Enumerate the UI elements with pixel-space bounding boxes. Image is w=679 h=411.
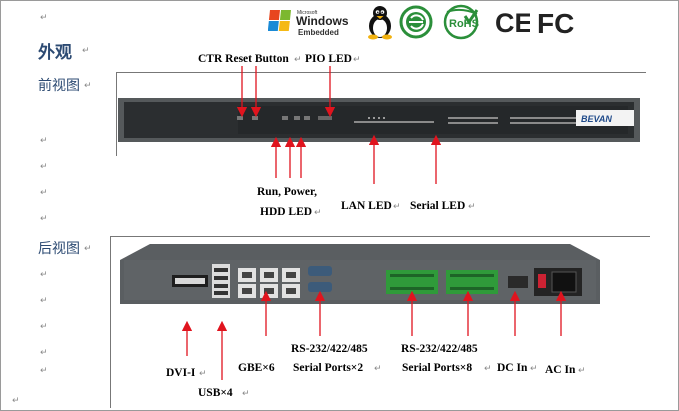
label-ac-in: AC In [545, 364, 576, 376]
rear-divider-horizontal [110, 236, 650, 237]
label-pio-led: PIO LED [305, 53, 352, 65]
paragraph-mark: ↵ [40, 214, 48, 224]
front-view-title: 前视图 [38, 78, 80, 94]
label-hdd-led: HDD LED [260, 206, 313, 218]
paragraph-mark: ↵ [314, 208, 322, 218]
paragraph-mark: ↵ [294, 55, 302, 65]
paragraph-mark: ↵ [84, 81, 92, 91]
paragraph-mark: ↵ [82, 46, 90, 56]
paragraph-mark: ↵ [374, 364, 382, 374]
label-lan-led: LAN LED [341, 200, 392, 212]
front-divider-horizontal [116, 72, 646, 73]
paragraph-mark: ↵ [40, 296, 48, 306]
label-ctr-reset: CTR Reset Button [198, 53, 289, 65]
paragraph-mark: ↵ [393, 202, 401, 212]
paragraph-mark: ↵ [40, 162, 48, 172]
paragraph-mark: ↵ [40, 188, 48, 198]
front-divider-vertical [116, 72, 117, 156]
label-serial-ports-8: Serial Ports×8 [402, 362, 473, 374]
paragraph-mark: ↵ [484, 364, 492, 374]
paragraph-mark: ↵ [468, 202, 476, 212]
paragraph-mark: ↵ [242, 389, 250, 399]
windows-embedded-logo: Microsoft Windows Embedded [267, 4, 364, 40]
label-serial-ports-2: Serial Ports×2 [293, 362, 364, 374]
device-brand: BEVAN [581, 114, 612, 124]
recycle-e-logo-icon [398, 4, 434, 40]
label-dvi: DVI-I [166, 367, 196, 379]
front-panel-image: BEVAN [118, 98, 640, 147]
paragraph-mark: ↵ [530, 364, 538, 374]
label-run-power: Run, Power, [257, 186, 317, 198]
rear-view-title: 后视图 [38, 241, 80, 257]
paragraph-mark: ↵ [84, 244, 92, 254]
paragraph-mark: ↵ [40, 270, 48, 280]
section-title: 外观 [38, 43, 72, 63]
embedded-text: Embedded [298, 28, 339, 37]
fc-text: FC [537, 8, 574, 39]
paragraph-mark: ↵ [578, 366, 586, 376]
rohs-logo-icon: RoHS [435, 4, 487, 40]
paragraph-mark: ↵ [40, 348, 48, 358]
paragraph-mark: ↵ [12, 396, 20, 406]
label-rs232-b: RS-232/422/485 [401, 343, 478, 355]
label-rs232-a: RS-232/422/485 [291, 343, 368, 355]
paragraph-mark: ↵ [40, 366, 48, 376]
windows-small-text: Microsoft [297, 10, 318, 16]
label-gbe: GBE×6 [238, 362, 275, 374]
linux-penguin-icon [363, 4, 397, 40]
ce-text: CE [495, 8, 530, 38]
paragraph-mark: ↵ [40, 13, 48, 23]
fc-mark-icon: FC [536, 4, 580, 40]
label-dc-in: DC In [497, 362, 528, 374]
windows-text: Windows [296, 14, 349, 28]
label-usb: USB×4 [198, 387, 233, 399]
label-serial-led: Serial LED [410, 200, 466, 212]
paragraph-mark: ↵ [353, 55, 361, 65]
paragraph-mark: ↵ [199, 369, 207, 379]
paragraph-mark: ↵ [40, 136, 48, 146]
ce-mark-icon: CE [494, 4, 533, 40]
rear-divider-vertical [110, 236, 111, 408]
paragraph-mark: ↵ [40, 322, 48, 332]
